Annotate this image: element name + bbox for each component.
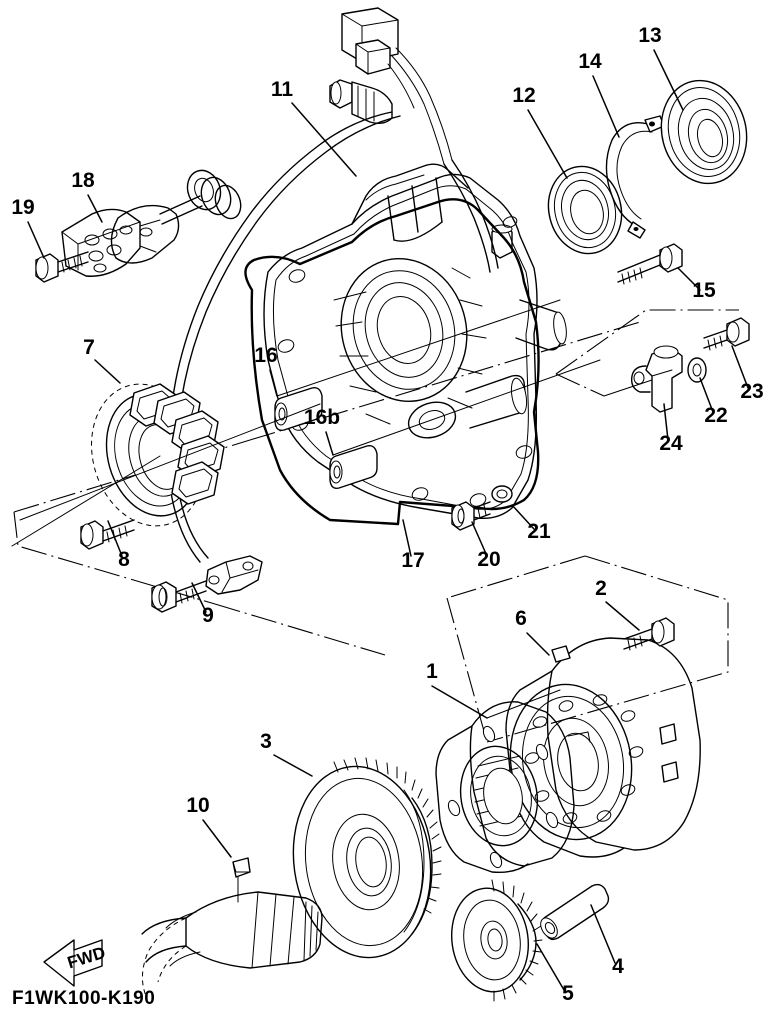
group-boundary-sensor — [555, 309, 739, 397]
cover-shaft-detail — [110, 169, 242, 264]
bolt-flange-20 — [451, 501, 491, 531]
callout-8: 8 — [118, 548, 130, 571]
cover-gasket-17 — [244, 198, 540, 526]
washer-22 — [687, 357, 707, 383]
callout-16-upper: 16 — [254, 344, 277, 367]
drawing-code-label: F1WK100-K190 — [12, 988, 156, 1009]
crankshaft-end — [141, 891, 323, 997]
bolt-rotor-2 — [623, 617, 675, 651]
idler-gear-shaft-4 — [540, 883, 610, 941]
callout-22: 22 — [704, 404, 727, 427]
callout-17: 17 — [401, 549, 424, 572]
callout-21: 21 — [527, 520, 551, 543]
callout-23: 23 — [740, 380, 763, 403]
callout-9: 9 — [202, 604, 214, 627]
starter-wheel-gear-3 — [292, 757, 442, 959]
callout-20: 20 — [477, 548, 500, 571]
crankcase-cover-housing — [263, 163, 567, 519]
leader-lines — [27, 49, 749, 991]
long-bolt-15 — [617, 243, 683, 285]
pickup-coil-sensor-24 — [630, 345, 683, 413]
callout-10: 10 — [186, 794, 209, 817]
fwd-arrow-marker: FWD — [43, 939, 108, 987]
callout-4: 4 — [612, 955, 624, 978]
bolt-socket-head-23 — [703, 317, 750, 351]
flywheel-rotor-6 — [505, 637, 701, 858]
callout-7: 7 — [83, 336, 95, 359]
ball-bearing-12 — [547, 165, 623, 255]
callout-11: 11 — [271, 78, 294, 101]
stator-coil-7 — [91, 383, 225, 527]
flange-bolt-9 — [151, 580, 207, 613]
callout-3: 3 — [260, 730, 272, 753]
starter-clutch-1 — [435, 701, 575, 874]
washer-21 — [491, 485, 513, 503]
idler-gear-5 — [450, 879, 543, 1002]
group-boundary-rotor — [446, 555, 729, 743]
callout-15: 15 — [692, 279, 716, 302]
circlip-14 — [605, 115, 665, 239]
lead-wire-clamp — [205, 555, 263, 595]
callout-18: 18 — [71, 169, 95, 192]
callout-24: 24 — [659, 432, 683, 455]
callout-1: 1 — [426, 660, 438, 683]
callout-14: 14 — [578, 50, 602, 73]
callout-numbers: 1 2 3 4 5 6 7 8 9 10 11 12 13 14 15 16 1… — [11, 24, 763, 1005]
callout-2: 2 — [595, 577, 607, 600]
callout-16-lower: 16b — [304, 406, 340, 429]
dowel-pin-16-upper — [274, 386, 323, 432]
pointer-rays — [11, 299, 653, 719]
woodruff-key-10 — [232, 857, 251, 903]
dowel-pin-16-lower — [329, 444, 378, 490]
callout-19: 19 — [11, 196, 34, 219]
bolt-bracket-19 — [35, 251, 89, 283]
oil-seal-13 — [660, 79, 748, 185]
callout-12: 12 — [512, 84, 535, 107]
callout-13: 13 — [638, 24, 661, 47]
bolt-stator-8 — [80, 519, 135, 550]
callout-5: 5 — [562, 982, 574, 1005]
wire-harness-bracket — [61, 208, 161, 277]
wiring-harness — [171, 7, 499, 411]
callout-6: 6 — [515, 607, 527, 630]
